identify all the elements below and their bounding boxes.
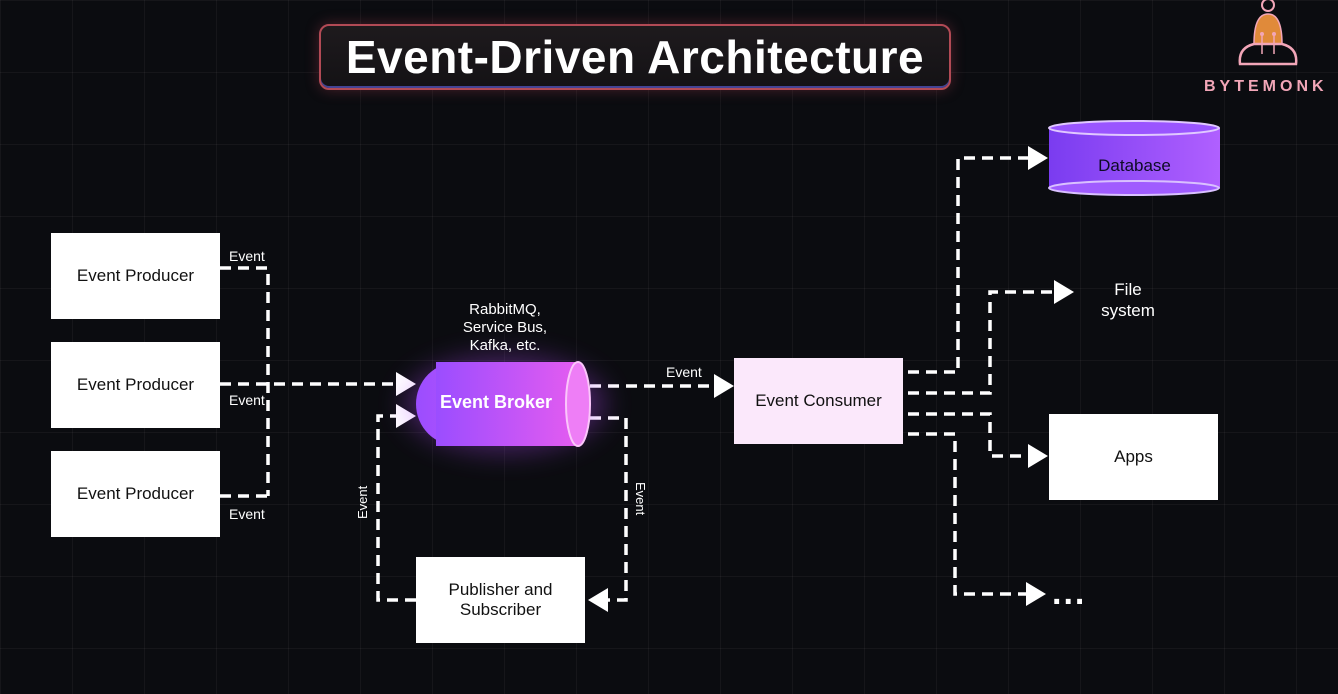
database-cylinder <box>1048 120 1220 196</box>
pubsub-subscribe-event-label: Event <box>633 482 648 516</box>
broker-to-consumer-event-label: Event <box>666 364 702 380</box>
arrow-to-database <box>1028 146 1048 170</box>
event-producer-2: Event Producer <box>51 342 220 428</box>
page-title: Event-Driven Architecture <box>345 31 925 83</box>
arrow-to-pubsub <box>588 588 608 612</box>
more-targets-label: ... <box>1052 574 1087 612</box>
more-targets-ellipsis: ... <box>1052 574 1086 613</box>
event-producer-label: Event Producer <box>76 375 195 394</box>
logo-text: BYTEMONK <box>1204 78 1328 95</box>
event-broker-label: Event Broker <box>439 392 553 412</box>
event-broker-cylinder <box>416 361 591 447</box>
pubsub-publish-event-label: Event <box>355 485 370 519</box>
event-producer-label: Event Producer <box>76 484 195 503</box>
arrow-to-consumer <box>714 374 734 398</box>
producer-1-event-label: Event <box>229 248 265 264</box>
publisher-subscriber-label: Publisher and Subscriber <box>448 580 553 619</box>
monk-logo-icon <box>1238 0 1298 66</box>
broker-note-text: RabbitMQ, Service Bus, Kafka, etc. <box>462 301 548 354</box>
arrowheads <box>396 146 1074 612</box>
arrow-to-broker-top <box>396 372 416 396</box>
database-label: Database <box>1098 156 1171 175</box>
broker-note: RabbitMQ, Service Bus, Kafka, etc. <box>440 301 570 355</box>
file-system-label: File system <box>1101 280 1155 320</box>
event-producer-3: Event Producer <box>51 451 220 537</box>
producer-1-connector <box>220 266 270 496</box>
arrow-to-broker-bottom <box>396 404 416 428</box>
title-banner: Event-Driven Architecture <box>319 24 951 90</box>
apps-box: Apps <box>1049 414 1218 500</box>
arrow-to-apps <box>1028 444 1048 468</box>
pubsub-to-broker-connector <box>376 414 416 602</box>
consumer-to-database-connector <box>908 156 1032 374</box>
consumer-to-apps-connector <box>908 412 1032 458</box>
event-producer-label: Event Producer <box>76 266 195 285</box>
producer-2-event-label: Event <box>229 392 265 408</box>
arrow-to-more <box>1026 582 1046 606</box>
consumer-to-more-connector <box>908 432 1030 596</box>
arrow-to-filesystem <box>1054 280 1074 304</box>
event-consumer-label: Event Consumer <box>755 391 882 410</box>
publisher-subscriber: Publisher and Subscriber <box>416 557 585 643</box>
apps-label: Apps <box>1114 447 1153 466</box>
event-producer-1: Event Producer <box>51 233 220 319</box>
broker-to-pubsub-connector <box>590 416 628 602</box>
consumer-to-filesystem-connector <box>908 290 1058 395</box>
event-consumer: Event Consumer <box>734 358 903 444</box>
producer-3-event-label: Event <box>229 506 265 522</box>
